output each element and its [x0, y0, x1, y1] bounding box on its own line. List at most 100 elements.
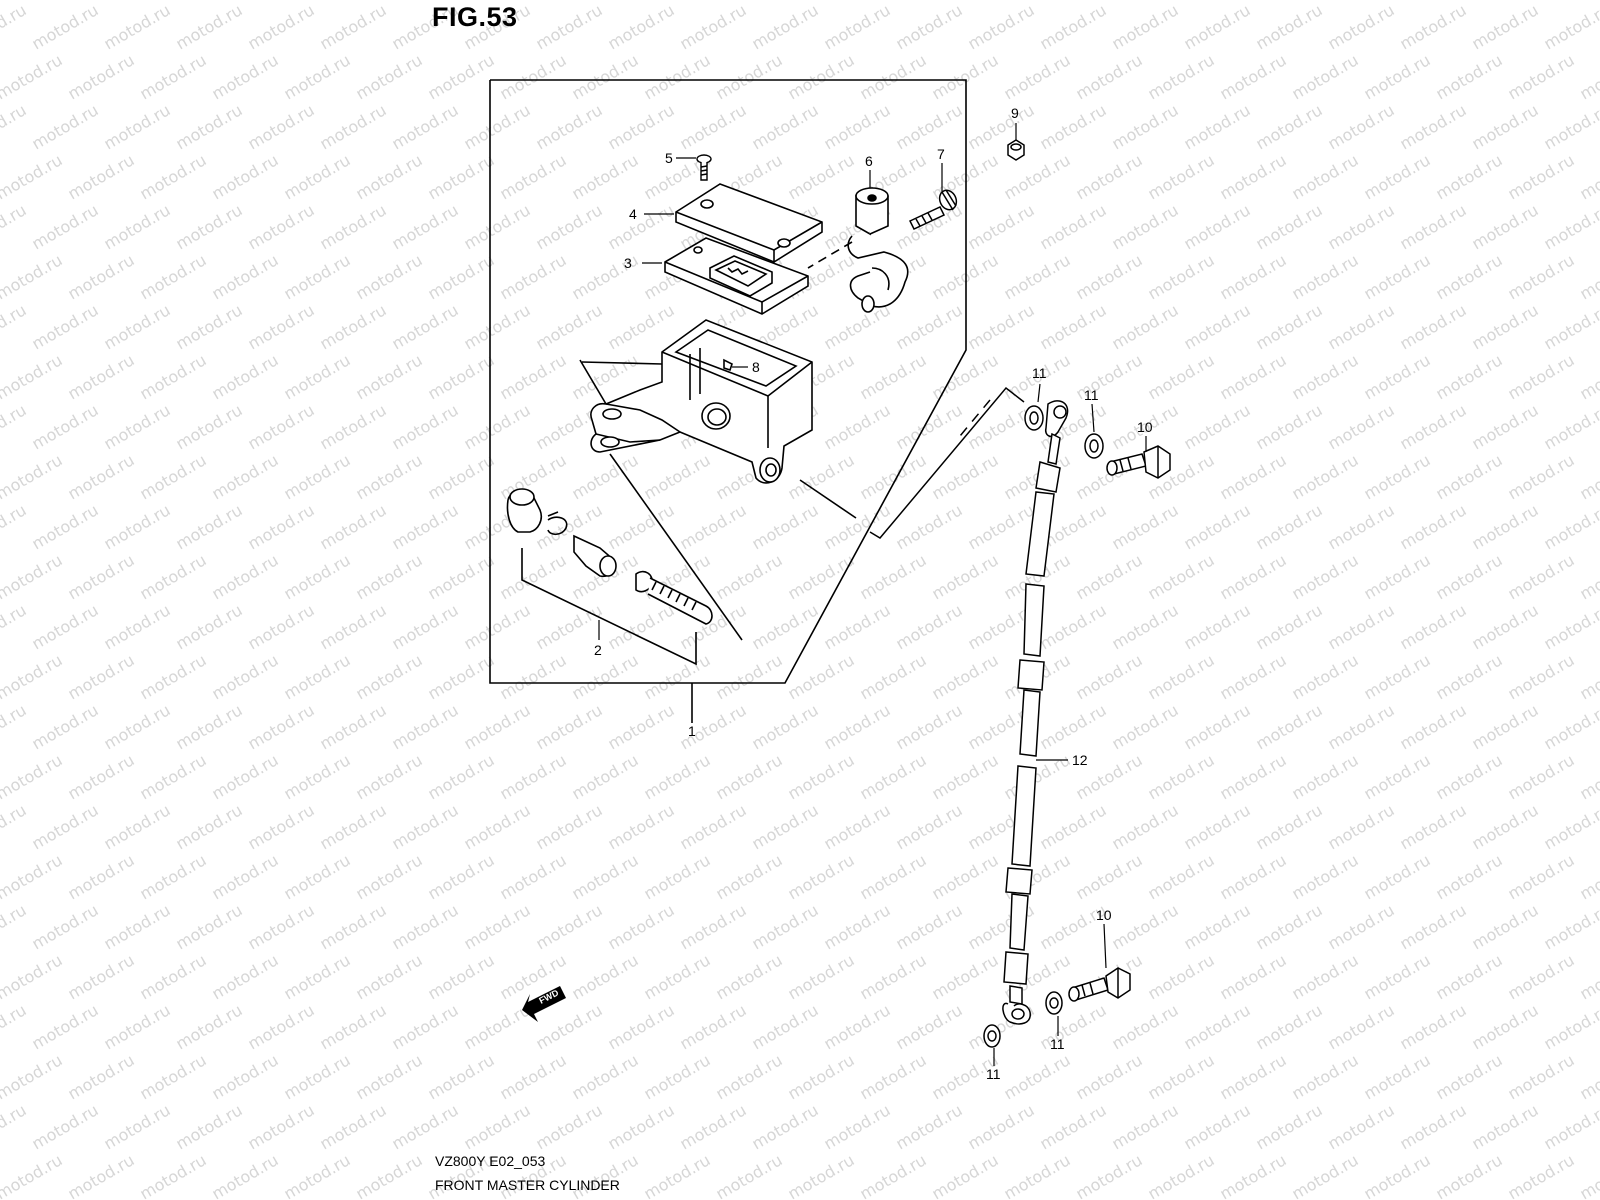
watermark-text: motod.ru	[1289, 50, 1362, 103]
watermark-text: motod.ru	[569, 50, 642, 103]
watermark-text: motod.ru	[749, 1000, 822, 1053]
watermark-text: motod.ru	[749, 700, 822, 753]
watermark-text: motod.ru	[1325, 600, 1398, 653]
watermark-text: motod.ru	[1433, 850, 1506, 903]
watermark-text: motod.ru	[1181, 200, 1254, 253]
watermark-text: motod.ru	[1361, 150, 1434, 203]
watermark-text: motod.ru	[893, 800, 966, 853]
watermark-text: motod.ru	[1253, 900, 1326, 953]
watermark-text: motod.ru	[605, 500, 678, 553]
watermark-text: motod.ru	[1361, 650, 1434, 703]
watermark-text: motod.ru	[821, 400, 894, 453]
watermark-text: motod.ru	[1037, 0, 1110, 53]
watermark-text: motod.ru	[1253, 700, 1326, 753]
watermark-text: motod.ru	[785, 550, 858, 603]
watermark-text: motod.ru	[1325, 800, 1398, 853]
watermark-text: motod.ru	[1001, 0, 1074, 3]
watermark-text: motod.ru	[1217, 1050, 1290, 1103]
watermark-text: motod.ru	[677, 900, 750, 953]
watermark-text: motod.ru	[857, 1150, 930, 1200]
watermark-text: motod.ru	[965, 200, 1038, 253]
watermark-text: motod.ru	[713, 950, 786, 1003]
watermark-text: motod.ru	[1217, 450, 1290, 503]
watermark-text: motod.ru	[1109, 0, 1182, 53]
watermark-text: motod.ru	[137, 550, 210, 603]
watermark-text: motod.ru	[1433, 350, 1506, 403]
watermark-text: motod.ru	[1289, 550, 1362, 603]
watermark-text: motod.ru	[1181, 300, 1254, 353]
watermark-text: motod.ru	[353, 950, 426, 1003]
watermark-text: motod.ru	[1397, 900, 1470, 953]
watermark-text: motod.ru	[1253, 800, 1326, 853]
watermark-text: motod.ru	[1541, 1000, 1600, 1053]
watermark-text: motod.ru	[569, 850, 642, 903]
watermark-text: motod.ru	[425, 1050, 498, 1103]
watermark-text: motod.ru	[1469, 500, 1542, 553]
watermark-text: motod.ru	[1433, 1050, 1506, 1103]
watermark-text: motod.ru	[1469, 300, 1542, 353]
watermark-text: motod.ru	[1037, 100, 1110, 153]
watermark-text: motod.ru	[1397, 200, 1470, 253]
watermark-text: motod.ru	[1541, 300, 1600, 353]
watermark-text: motod.ru	[461, 100, 534, 153]
watermark-text: motod.ru	[0, 200, 30, 253]
watermark-text: motod.ru	[353, 150, 426, 203]
watermark-text: motod.ru	[857, 750, 930, 803]
watermark-text: motod.ru	[821, 1000, 894, 1053]
watermark-text: motod.ru	[245, 400, 318, 453]
watermark-text: motod.ru	[389, 700, 462, 753]
watermark-text: motod.ru	[1541, 400, 1600, 453]
watermark-text: motod.ru	[1325, 0, 1398, 53]
watermark-text: motod.ru	[533, 100, 606, 153]
watermark-text: motod.ru	[425, 750, 498, 803]
watermark-text: motod.ru	[281, 150, 354, 203]
watermark-text: motod.ru	[1505, 150, 1578, 203]
watermark-text: motod.ru	[1541, 800, 1600, 853]
watermark-text: motod.ru	[1361, 450, 1434, 503]
watermark-text: motod.ru	[461, 200, 534, 253]
watermark-text: motod.ru	[1253, 1000, 1326, 1053]
watermark-text: motod.ru	[461, 600, 534, 653]
watermark-text: motod.ru	[1109, 1000, 1182, 1053]
watermark-text: motod.ru	[281, 450, 354, 503]
watermark-text: motod.ru	[425, 450, 498, 503]
watermark-text: motod.ru	[65, 350, 138, 403]
watermark-text: motod.ru	[1217, 750, 1290, 803]
watermark-text: motod.ru	[1217, 0, 1290, 3]
watermark-text: motod.ru	[65, 750, 138, 803]
watermark-text: motod.ru	[209, 650, 282, 703]
watermark-text: motod.ru	[1181, 700, 1254, 753]
watermark-text: motod.ru	[209, 1150, 282, 1200]
watermark-text: motod.ru	[1577, 650, 1600, 703]
watermark-text: motod.ru	[29, 400, 102, 453]
watermark-text: motod.ru	[209, 150, 282, 203]
watermark-text: motod.ru	[1145, 950, 1218, 1003]
watermark-text: motod.ru	[1361, 350, 1434, 403]
watermark-text: motod.ru	[461, 1000, 534, 1053]
watermark-text: motod.ru	[1433, 750, 1506, 803]
reservoir-diaphragm	[664, 237, 809, 315]
watermark-text: motod.ru	[461, 700, 534, 753]
watermark-text: motod.ru	[1505, 750, 1578, 803]
watermark-text: motod.ru	[101, 1100, 174, 1153]
watermark-text: motod.ru	[713, 750, 786, 803]
watermark-text: motod.ru	[929, 950, 1002, 1003]
watermark-text: motod.ru	[1505, 450, 1578, 503]
watermark-text: motod.ru	[1505, 850, 1578, 903]
watermark-text: motod.ru	[1181, 400, 1254, 453]
watermark-text: motod.ru	[1433, 50, 1506, 103]
watermark-text: motod.ru	[605, 700, 678, 753]
watermark-text: motod.ru	[209, 450, 282, 503]
union-bolts	[1068, 445, 1171, 1002]
watermark-text: motod.ru	[317, 900, 390, 953]
callout-11c: 11	[1050, 1036, 1065, 1052]
watermark-text: motod.ru	[821, 100, 894, 153]
watermark-text: motod.ru	[929, 650, 1002, 703]
watermark-text: motod.ru	[641, 1150, 714, 1200]
watermark-text: motod.ru	[569, 950, 642, 1003]
callout-12: 12	[1072, 752, 1088, 768]
watermark-text: motod.ru	[389, 500, 462, 553]
watermark-text: motod.ru	[1469, 900, 1542, 953]
watermark-text: motod.ru	[209, 350, 282, 403]
watermark-text: motod.ru	[857, 50, 930, 103]
